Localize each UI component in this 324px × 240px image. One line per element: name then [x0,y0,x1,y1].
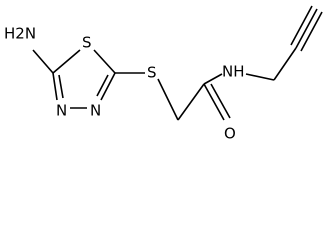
bond-alkyne-3 [300,11,323,52]
ring-sulfur-label: S [82,34,92,52]
bond-ring-c2-n [100,72,116,101]
carbonyl-oxygen-label: O [224,125,236,143]
ring-nitrogen-left-label: N [56,102,67,120]
bond-s-ch2 [157,78,179,121]
bond-alkyne-1 [295,8,318,49]
bond-ch2-alkyne [273,47,297,81]
bond-alkyne-2 [290,5,313,46]
bond-carbonyl-nh [203,73,223,85]
amine-label: H2N [4,25,36,43]
ring-nitrogen-right-label: N [90,102,101,120]
bond-ring-c2-n-double [96,74,109,97]
bond-ring-s-c2 [93,49,116,74]
bond-carbonyl-o [203,83,225,121]
bond-c5-amine [32,49,54,74]
bond-ch2-carbonyl [177,83,205,121]
bond-ring-n-c5 [52,72,58,101]
bond-nh-ch2 [245,73,275,81]
bond-ring-c5-s [52,49,81,74]
triple-bond [290,5,323,52]
bond-ring-n-c5-double [58,74,64,99]
bond-carbonyl-o-double [210,83,231,119]
thioether-sulfur-label: S [147,64,157,82]
thiadiazole-ring [52,49,116,109]
amide-nh-label: NH [222,63,245,81]
chemical-structure: H2N S N N S NH O [4,5,323,143]
